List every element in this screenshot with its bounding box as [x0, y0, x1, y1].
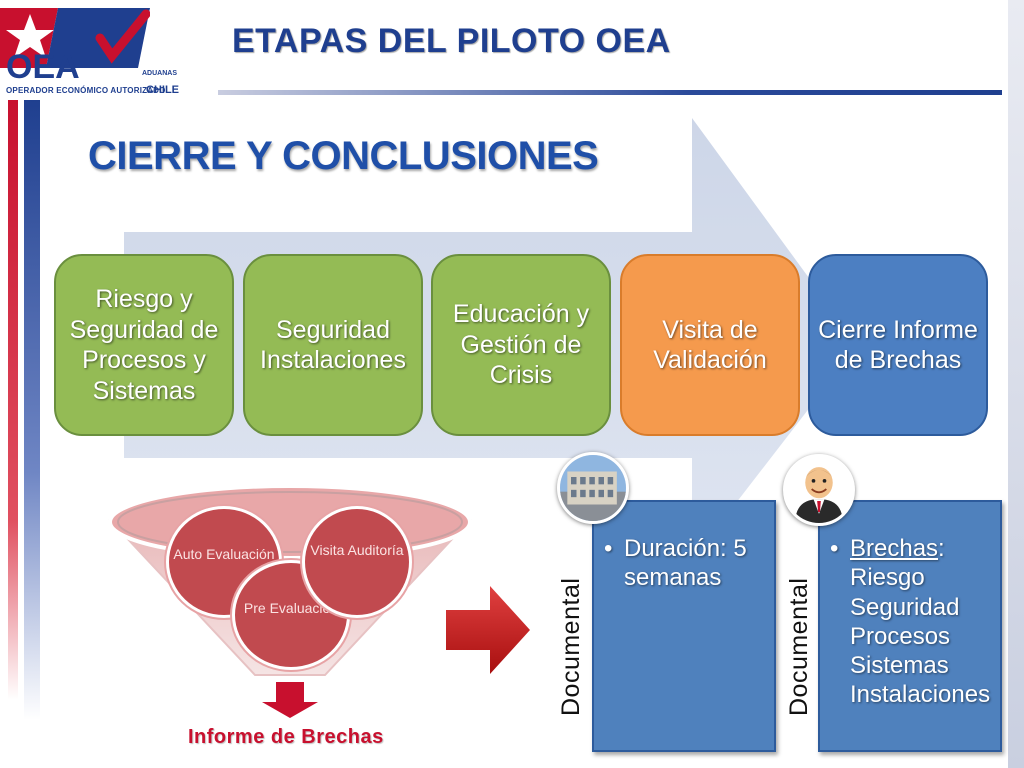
step-seguridad-instalaciones: Seguridad Instalaciones: [243, 254, 423, 436]
logo-letters: OEA: [6, 48, 80, 80]
panel-brechas-list: • Brechas: Riesgo Seguridad Procesos Sis…: [830, 534, 994, 710]
oea-logo: OEA ADUANAS CHILE OPERADOR ECONÓMICO AUT…: [0, 0, 215, 100]
informe-brechas-label: Informe de Brechas: [188, 726, 384, 748]
logo-chile-text: CHILE: [146, 84, 179, 96]
duracion-text: Duración: 5 semanas: [624, 535, 747, 592]
red-right-arrow-icon: [446, 586, 530, 674]
step-label: Riesgo y Seguridad de Procesos y Sistema…: [69, 285, 219, 405]
vertical-label-documental-2: Documental: [785, 577, 813, 716]
step-riesgo-seguridad: Riesgo y Seguridad de Procesos y Sistema…: [54, 254, 234, 436]
left-blue-stripe: [24, 100, 40, 720]
panel-brechas: • Brechas: Riesgo Seguridad Procesos Sis…: [818, 500, 1002, 752]
circle-visita-auditoria: Visita Auditoría: [302, 506, 412, 618]
step-visita-validacion: Visita de Validación: [620, 254, 800, 436]
building-photo-icon: [557, 452, 629, 524]
panel-duracion-list: •Duración: 5 semanas: [604, 534, 768, 593]
step-cierre-informe: Cierre Informe de Brechas: [808, 254, 988, 436]
logo-aduanas-text: ADUANAS: [142, 70, 177, 77]
brechas-items: : Riesgo Seguridad Procesos Sistemas Ins…: [850, 535, 991, 709]
step-label: Educación y Gestión de Crisis: [452, 300, 590, 390]
section-title: CIERRE Y CONCLUSIONES: [88, 134, 599, 178]
panel-duracion: •Duración: 5 semanas: [592, 500, 776, 752]
step-educacion-crisis: Educación y Gestión de Crisis: [431, 254, 611, 436]
cartoon-person-icon: [783, 454, 855, 526]
vertical-label-documental-1: Documental: [557, 577, 585, 716]
step-label: Cierre Informe de Brechas: [818, 315, 978, 375]
brechas-heading: Brechas: [850, 535, 939, 562]
step-label: Visita de Validación: [653, 315, 767, 375]
list-item: • Brechas: Riesgo Seguridad Procesos Sis…: [830, 534, 994, 710]
list-item: •Duración: 5 semanas: [604, 534, 768, 593]
header-rule: [218, 90, 1002, 95]
left-red-stripe: [8, 100, 18, 700]
slide-header-title: ETAPAS DEL PILOTO OEA: [232, 22, 671, 60]
oea-logo-mark-icon: OEA: [0, 8, 150, 80]
brechas-text: Brechas: Riesgo Seguridad Procesos Siste…: [850, 534, 994, 710]
right-edge-stripe: [1008, 0, 1024, 768]
logo-subtitle: OPERADOR ECONÓMICO AUTORIZADO: [6, 86, 166, 95]
step-label: Seguridad Instalaciones: [260, 315, 406, 375]
